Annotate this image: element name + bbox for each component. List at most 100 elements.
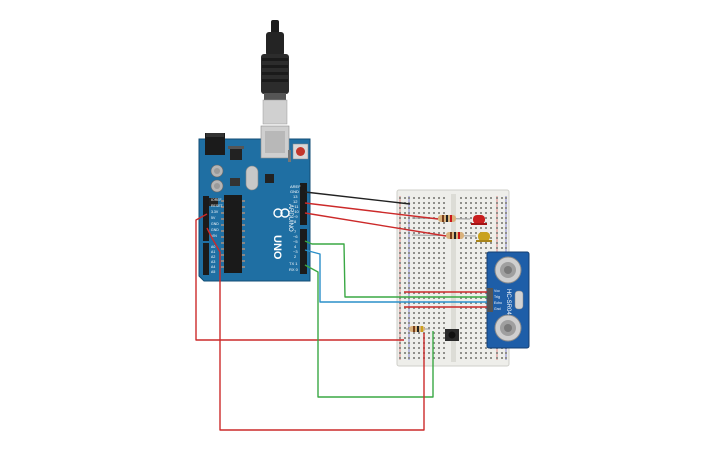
breadboard-hole bbox=[443, 272, 445, 274]
breadboard-hole bbox=[399, 332, 401, 334]
breadboard-hole bbox=[423, 297, 425, 299]
arduino-logo bbox=[273, 208, 290, 218]
pin-label-11: ~11 bbox=[292, 204, 299, 209]
breadboard-hole bbox=[470, 257, 472, 259]
breadboard-hole bbox=[460, 217, 462, 219]
pin-label-9: ~9 bbox=[293, 214, 298, 219]
breadboard-hole bbox=[443, 207, 445, 209]
breadboard-hole bbox=[438, 202, 440, 204]
breadboard-hole bbox=[408, 217, 410, 219]
breadboard-hole bbox=[465, 232, 467, 234]
resistor-1[interactable] bbox=[411, 215, 471, 222]
breadboard-hole bbox=[470, 202, 472, 204]
breadboard-hole bbox=[418, 292, 420, 294]
breadboard-hole bbox=[433, 207, 435, 209]
breadboard-hole bbox=[428, 287, 430, 289]
breadboard-hole bbox=[433, 272, 435, 274]
breadboard-hole bbox=[475, 267, 477, 269]
breadboard-hole bbox=[480, 357, 482, 359]
breadboard-hole bbox=[404, 257, 406, 259]
breadboard-hole bbox=[485, 297, 487, 299]
breadboard-hole bbox=[480, 282, 482, 284]
breadboard-hole bbox=[418, 337, 420, 339]
breadboard-hole bbox=[438, 357, 440, 359]
breadboard-hole bbox=[404, 237, 406, 239]
breadboard-hole bbox=[438, 267, 440, 269]
breadboard-hole bbox=[465, 262, 467, 264]
breadboard-hole bbox=[418, 222, 420, 224]
breadboard-hole bbox=[475, 342, 477, 344]
breadboard-hole bbox=[423, 322, 425, 324]
breadboard-hole bbox=[465, 337, 467, 339]
breadboard-hole bbox=[501, 197, 503, 199]
breadboard-hole bbox=[496, 237, 498, 239]
wire-5v-red[interactable] bbox=[195, 213, 404, 341]
pin-label-10: ~10 bbox=[292, 209, 300, 214]
breadboard-hole bbox=[413, 312, 415, 314]
breadboard-hole bbox=[485, 197, 487, 199]
resistor-3[interactable] bbox=[406, 326, 430, 332]
breadboard-hole bbox=[496, 247, 498, 249]
breadboard-hole bbox=[413, 237, 415, 239]
breadboard-hole bbox=[465, 327, 467, 329]
breadboard-hole bbox=[413, 357, 415, 359]
breadboard-hole bbox=[438, 312, 440, 314]
breadboard-hole bbox=[460, 322, 462, 324]
breadboard-hole bbox=[408, 292, 410, 294]
wire-pin5-blue[interactable] bbox=[304, 249, 487, 303]
breadboard-hole bbox=[490, 357, 492, 359]
breadboard-hole bbox=[433, 237, 435, 239]
breadboard-hole bbox=[480, 297, 482, 299]
led-red[interactable] bbox=[471, 215, 487, 225]
breadboard-hole bbox=[485, 207, 487, 209]
breadboard-hole bbox=[460, 212, 462, 214]
wire-gnd-black[interactable] bbox=[304, 191, 411, 205]
breadboard-hole bbox=[485, 287, 487, 289]
breadboard-hole bbox=[428, 252, 430, 254]
breadboard-hole bbox=[475, 317, 477, 319]
breadboard-hole bbox=[433, 242, 435, 244]
breadboard-hole bbox=[490, 207, 492, 209]
breadboard-hole bbox=[485, 322, 487, 324]
breadboard-hole bbox=[404, 222, 406, 224]
wire-pin10-red[interactable] bbox=[304, 212, 447, 237]
usb-cable[interactable] bbox=[261, 20, 289, 125]
led-yellow[interactable] bbox=[476, 232, 492, 242]
breadboard-hole bbox=[408, 357, 410, 359]
power-jack bbox=[205, 133, 225, 155]
wire-pin7-green[interactable] bbox=[304, 240, 487, 298]
breadboard-hole bbox=[404, 292, 406, 294]
breadboard-hole bbox=[443, 302, 445, 304]
breadboard-hole bbox=[423, 267, 425, 269]
breadboard-hole bbox=[433, 247, 435, 249]
breadboard-hole bbox=[470, 287, 472, 289]
ultrasonic-sensor[interactable]: HC-SR04 Vcc Trig Echo Gnd bbox=[486, 251, 530, 349]
breadboard-hole bbox=[404, 217, 406, 219]
breadboard-hole bbox=[465, 357, 467, 359]
breadboard-hole bbox=[433, 347, 435, 349]
breadboard-hole bbox=[418, 352, 420, 354]
breadboard-hole bbox=[443, 232, 445, 234]
breadboard-hole bbox=[433, 227, 435, 229]
breadboard-hole bbox=[460, 302, 462, 304]
breadboard-hole bbox=[480, 197, 482, 199]
arduino-uno-board[interactable]: UNO ARDUINO AREF GND 13 12 ~11 ~10 ~9 8 … bbox=[198, 125, 311, 282]
breadboard-hole bbox=[480, 277, 482, 279]
breadboard-hole bbox=[404, 337, 406, 339]
breadboard-hole bbox=[443, 292, 445, 294]
breadboard-hole bbox=[465, 247, 467, 249]
breadboard-hole bbox=[470, 327, 472, 329]
power-header bbox=[203, 196, 209, 241]
breadboard-hole bbox=[399, 297, 401, 299]
breadboard-hole bbox=[480, 207, 482, 209]
push-button[interactable] bbox=[445, 329, 459, 341]
breadboard-hole bbox=[399, 317, 401, 319]
breadboard-hole bbox=[413, 307, 415, 309]
breadboard-hole bbox=[438, 207, 440, 209]
breadboard-hole bbox=[505, 357, 507, 359]
wire-pin2-green[interactable] bbox=[304, 264, 434, 398]
breadboard-hole bbox=[490, 227, 492, 229]
breadboard-hole bbox=[485, 202, 487, 204]
wire-gnd-red[interactable] bbox=[206, 227, 425, 431]
wire-pin12-red[interactable] bbox=[304, 202, 439, 220]
